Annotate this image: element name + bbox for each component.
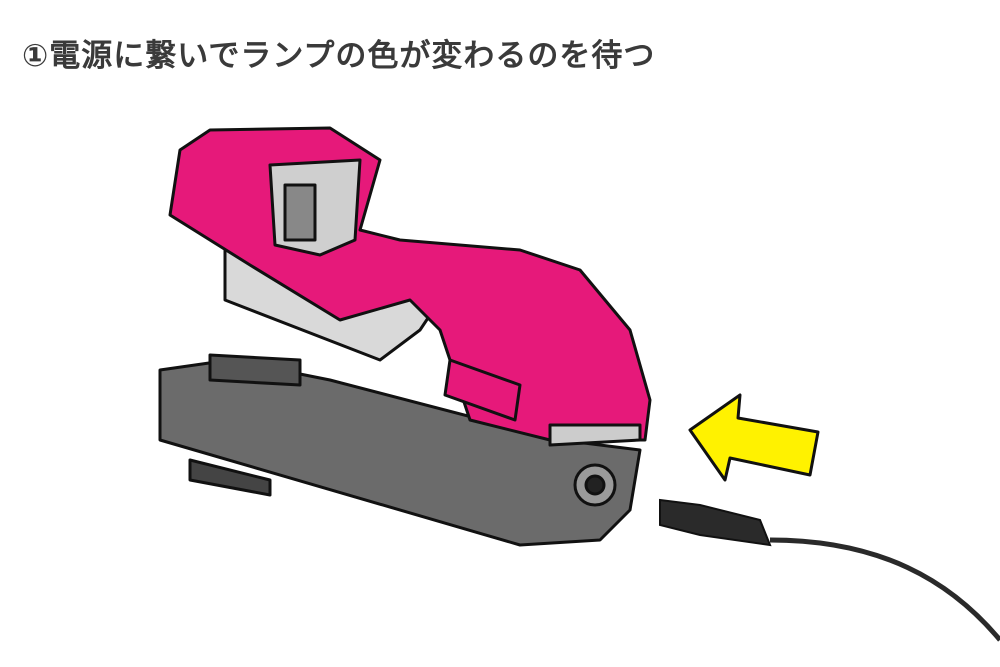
base-latch	[208, 353, 302, 387]
step-title: ①電源に繋いでランプの色が変わるのを待つ	[22, 38, 656, 74]
arrow-icon	[688, 393, 820, 482]
spring	[283, 183, 317, 242]
base-foot	[188, 458, 272, 497]
body-label-recess	[443, 358, 522, 422]
dc-plug	[659, 498, 772, 547]
power-cable	[769, 537, 1000, 642]
